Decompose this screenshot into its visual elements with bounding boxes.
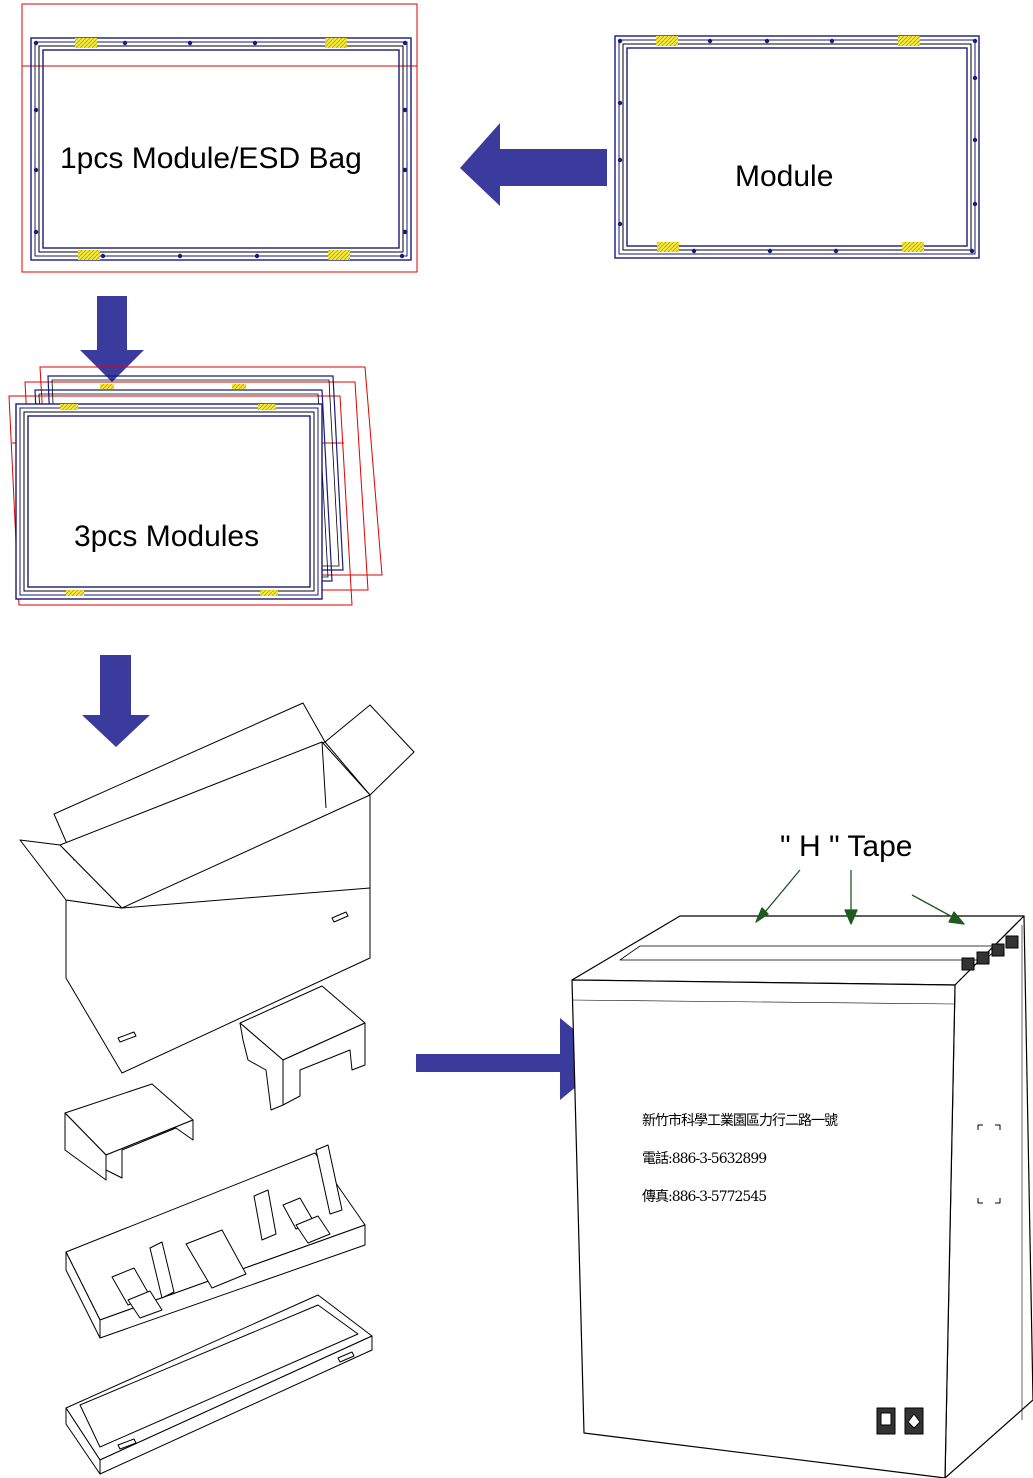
carton-fax: 傳真:886-3-5772545 <box>642 1189 767 1205</box>
carton-phone: 電話:886-3-5632899 <box>642 1151 767 1167</box>
module-label: Module <box>735 160 834 193</box>
arrow-down-icon <box>80 296 144 382</box>
handling-symbol-icons <box>876 935 1019 1435</box>
module-panel <box>614 35 980 259</box>
foam-tray <box>65 1144 366 1339</box>
open-carton <box>19 702 415 1074</box>
arrow-right-icon <box>416 1018 610 1100</box>
stacked-modules <box>8 366 383 606</box>
foam-end-caps <box>64 985 366 1181</box>
tape-pad <box>75 38 97 48</box>
flow-arrows <box>80 123 610 1100</box>
tape-pad <box>328 250 350 260</box>
screw-holes <box>617 38 978 254</box>
h-tape-pointer-arrows <box>755 869 965 925</box>
tape-pad <box>325 38 347 48</box>
esd-bag-label: 1pcs Module/ESD Bag <box>60 142 362 175</box>
arrow-down-icon <box>82 655 150 747</box>
tape-pad <box>258 404 276 410</box>
tape-pad <box>260 590 278 596</box>
screw-holes <box>33 40 408 259</box>
tape-pad <box>898 36 920 46</box>
tape-pad <box>66 590 84 596</box>
esd-bag-outline <box>21 3 418 273</box>
module-in-esd-bag <box>21 3 418 273</box>
stacked-modules-label: 3pcs Modules <box>74 520 260 553</box>
arrow-left-icon <box>460 123 607 206</box>
tape-pad <box>60 404 78 410</box>
h-tape-label: " H " Tape <box>780 830 913 863</box>
tape-pad <box>657 242 679 252</box>
carton-tray <box>65 1294 373 1475</box>
tape-pad <box>100 384 114 389</box>
carton-address: 新竹市科學工業園區力行二路一號 <box>642 1113 838 1129</box>
tape-pad <box>78 250 100 260</box>
sealed-carton <box>571 869 1033 1478</box>
tape-pad <box>902 242 924 252</box>
tape-pad <box>232 384 246 389</box>
tape-pad <box>656 36 678 46</box>
